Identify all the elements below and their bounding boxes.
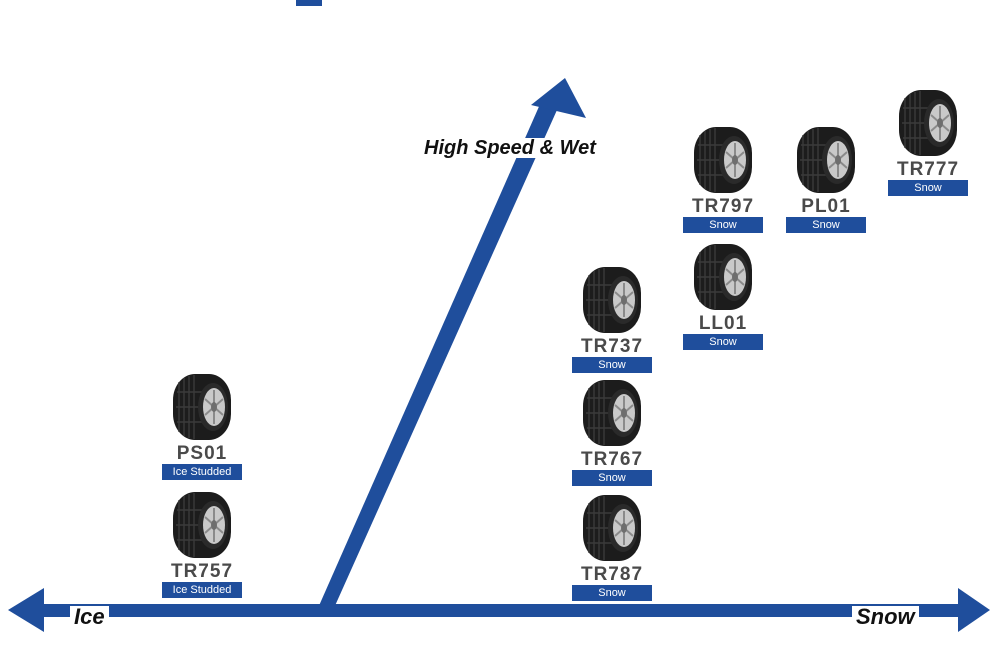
left-arrow-head	[8, 588, 44, 632]
tire-name: LL01	[698, 313, 748, 334]
tire-category-badge: Snow	[572, 470, 652, 486]
tire-image	[173, 492, 231, 558]
tire-category-badge: Snow	[572, 357, 652, 373]
tire-image	[694, 127, 752, 193]
tire-image	[694, 244, 752, 310]
tire-category-badge: Snow	[572, 585, 652, 601]
tire-category-badge: Snow	[683, 217, 763, 233]
axis-label-high-speed-wet: High Speed & Wet	[422, 137, 598, 159]
tire-name: PS01	[176, 443, 228, 464]
axis-label-ice: Ice	[70, 606, 109, 628]
tire-name: TR797	[691, 196, 755, 217]
tire-name: TR737	[580, 336, 644, 357]
right-arrow-head	[958, 588, 990, 632]
tire-image	[173, 374, 231, 440]
tire-name: PL01	[801, 196, 851, 217]
diagonal-axis-bar	[318, 102, 557, 608]
tire-category-badge: Snow	[683, 334, 763, 350]
tire-image	[583, 267, 641, 333]
tire-category-badge: Snow	[786, 217, 866, 233]
diagonal-arrow-head	[531, 78, 586, 118]
tire-image	[583, 380, 641, 446]
tire-category-badge: Ice Studded	[162, 464, 242, 480]
tire-category-badge: Ice Studded	[162, 582, 242, 598]
axis-label-snow: Snow	[852, 606, 919, 628]
tire-image	[583, 495, 641, 561]
tire-name: TR757	[170, 561, 234, 582]
tire-image	[899, 90, 957, 156]
tire-category-badge: Snow	[888, 180, 968, 196]
horizontal-axis-bar	[42, 604, 962, 617]
tire-name: TR767	[580, 449, 644, 470]
tire-name: TR787	[580, 564, 644, 585]
tire-name: TR777	[896, 159, 960, 180]
top-accent-mark	[296, 0, 322, 6]
tire-image	[797, 127, 855, 193]
